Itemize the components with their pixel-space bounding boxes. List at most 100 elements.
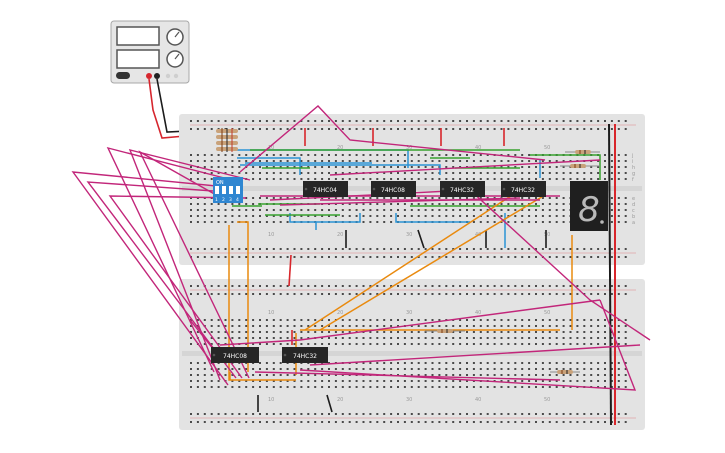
resistor[interactable] xyxy=(425,329,465,333)
breadboard-hole xyxy=(514,221,517,223)
breadboard-hole xyxy=(452,337,455,339)
chip-74hc04[interactable]: 74HC04 xyxy=(303,181,348,197)
breadboard-hole xyxy=(328,128,330,130)
breadboard-hole xyxy=(314,325,317,327)
breadboard-hole xyxy=(293,209,296,211)
breadboard-hole xyxy=(307,209,310,211)
ground-rail-wire[interactable] xyxy=(608,123,612,426)
breadboard-holes[interactable] xyxy=(190,285,627,423)
chip-74hc32[interactable]: 74HC32 xyxy=(282,347,328,363)
breadboard-hole xyxy=(424,128,427,130)
breadboard-hole xyxy=(403,331,406,333)
breadboard-hole xyxy=(383,380,386,382)
breadboard-hole xyxy=(521,368,524,370)
orange-wires[interactable] xyxy=(228,189,573,381)
breadboard-hole xyxy=(569,256,572,258)
breadboard-hole xyxy=(362,209,365,211)
breadboard-hole xyxy=(548,221,551,223)
breadboard-hole xyxy=(231,248,234,250)
breadboard-hole xyxy=(576,172,579,174)
dip-switch[interactable]: ON 1 2 3 4 xyxy=(213,177,243,203)
resistor-bank[interactable] xyxy=(216,128,238,152)
breadboard-hole xyxy=(452,215,455,217)
breadboard-hole xyxy=(507,256,510,258)
breadboard-hole xyxy=(486,368,489,370)
breadboard-hole xyxy=(555,248,558,250)
breadboard-hole xyxy=(452,413,455,415)
breadboard-hole xyxy=(300,331,303,333)
breadboard-hole xyxy=(500,209,503,211)
dip-toggle[interactable] xyxy=(229,186,233,194)
breadboard-hole xyxy=(314,215,317,217)
resistor[interactable] xyxy=(565,150,600,154)
positive-terminal[interactable] xyxy=(146,73,152,79)
negative-terminal[interactable] xyxy=(154,73,160,79)
breadboard-hole xyxy=(383,293,386,295)
chip-74hc08[interactable]: 74HC08 xyxy=(371,181,416,197)
breadboard-hole xyxy=(479,120,482,122)
breadboard-hole xyxy=(252,256,255,258)
magenta-wires[interactable] xyxy=(71,105,651,391)
breadboard-hole xyxy=(210,166,213,168)
breadboard-hole xyxy=(410,421,413,423)
breadboard-hole xyxy=(245,248,248,250)
breadboard-hole xyxy=(535,128,537,130)
chip-74hc32[interactable]: 74HC32 xyxy=(440,181,485,197)
breadboard-hole xyxy=(369,343,372,345)
chip-74hc32[interactable]: 74HC32 xyxy=(501,181,546,197)
breadboard-hole xyxy=(597,172,600,174)
breadboard-hole xyxy=(569,413,572,415)
breadboard-hole xyxy=(555,386,558,388)
breadboard-hole xyxy=(431,362,434,364)
seven-segment-display[interactable]: 8 xyxy=(570,181,608,231)
breadboard-hole xyxy=(293,380,296,382)
breadboard-hole xyxy=(265,413,268,415)
breadboard-hole xyxy=(334,374,337,376)
column-number: 50 xyxy=(544,310,550,316)
breadboard-hole xyxy=(486,172,489,174)
breadboard-hole xyxy=(610,128,613,130)
bench-power-supply[interactable] xyxy=(110,20,190,84)
breadboard-hole xyxy=(555,128,558,130)
row-letter: b xyxy=(632,214,635,220)
breadboard-hole xyxy=(403,293,406,295)
breadboard-hole xyxy=(328,325,330,327)
breadboard-hole xyxy=(397,128,399,130)
breadboard-hole xyxy=(583,319,586,321)
dip-toggle[interactable] xyxy=(222,186,226,194)
breadboard-hole xyxy=(624,413,627,415)
resistor[interactable] xyxy=(560,164,600,168)
rail-jumpers[interactable] xyxy=(257,128,547,413)
breadboard-hole xyxy=(452,285,455,287)
breadboard-hole xyxy=(514,343,517,345)
breadboard-hole xyxy=(548,215,551,217)
breadboard-hole xyxy=(535,166,537,168)
resistor[interactable] xyxy=(550,370,580,374)
breadboard-hole xyxy=(466,362,468,364)
breadboard-hole xyxy=(196,380,199,382)
breadboard-hole xyxy=(293,421,296,423)
breadboard-hole xyxy=(604,343,606,345)
breadboard-hole xyxy=(507,203,510,205)
breadboard-hole xyxy=(431,209,434,211)
green-wires[interactable] xyxy=(232,149,601,216)
breadboard-hole xyxy=(507,215,510,217)
breadboard-hole xyxy=(472,413,475,415)
chip-74hc08[interactable]: 74HC08 xyxy=(211,347,259,363)
breadboard-hole xyxy=(272,293,275,295)
breadboard-hole xyxy=(252,337,255,339)
breadboard-hole xyxy=(514,319,517,321)
breadboard-hole xyxy=(300,160,303,162)
power-switch-icon[interactable] xyxy=(116,72,130,79)
breadboard-hole xyxy=(417,374,420,376)
breadboard-hole xyxy=(245,380,248,382)
breadboard-hole xyxy=(328,215,330,217)
breadboard-hole xyxy=(541,160,544,162)
breadboard-hole xyxy=(203,343,206,345)
breadboard-hole xyxy=(583,285,586,287)
dip-toggle[interactable] xyxy=(236,186,240,194)
dip-toggle[interactable] xyxy=(215,186,219,194)
breadboard-hole xyxy=(272,197,275,199)
breadboard-hole xyxy=(403,337,406,339)
